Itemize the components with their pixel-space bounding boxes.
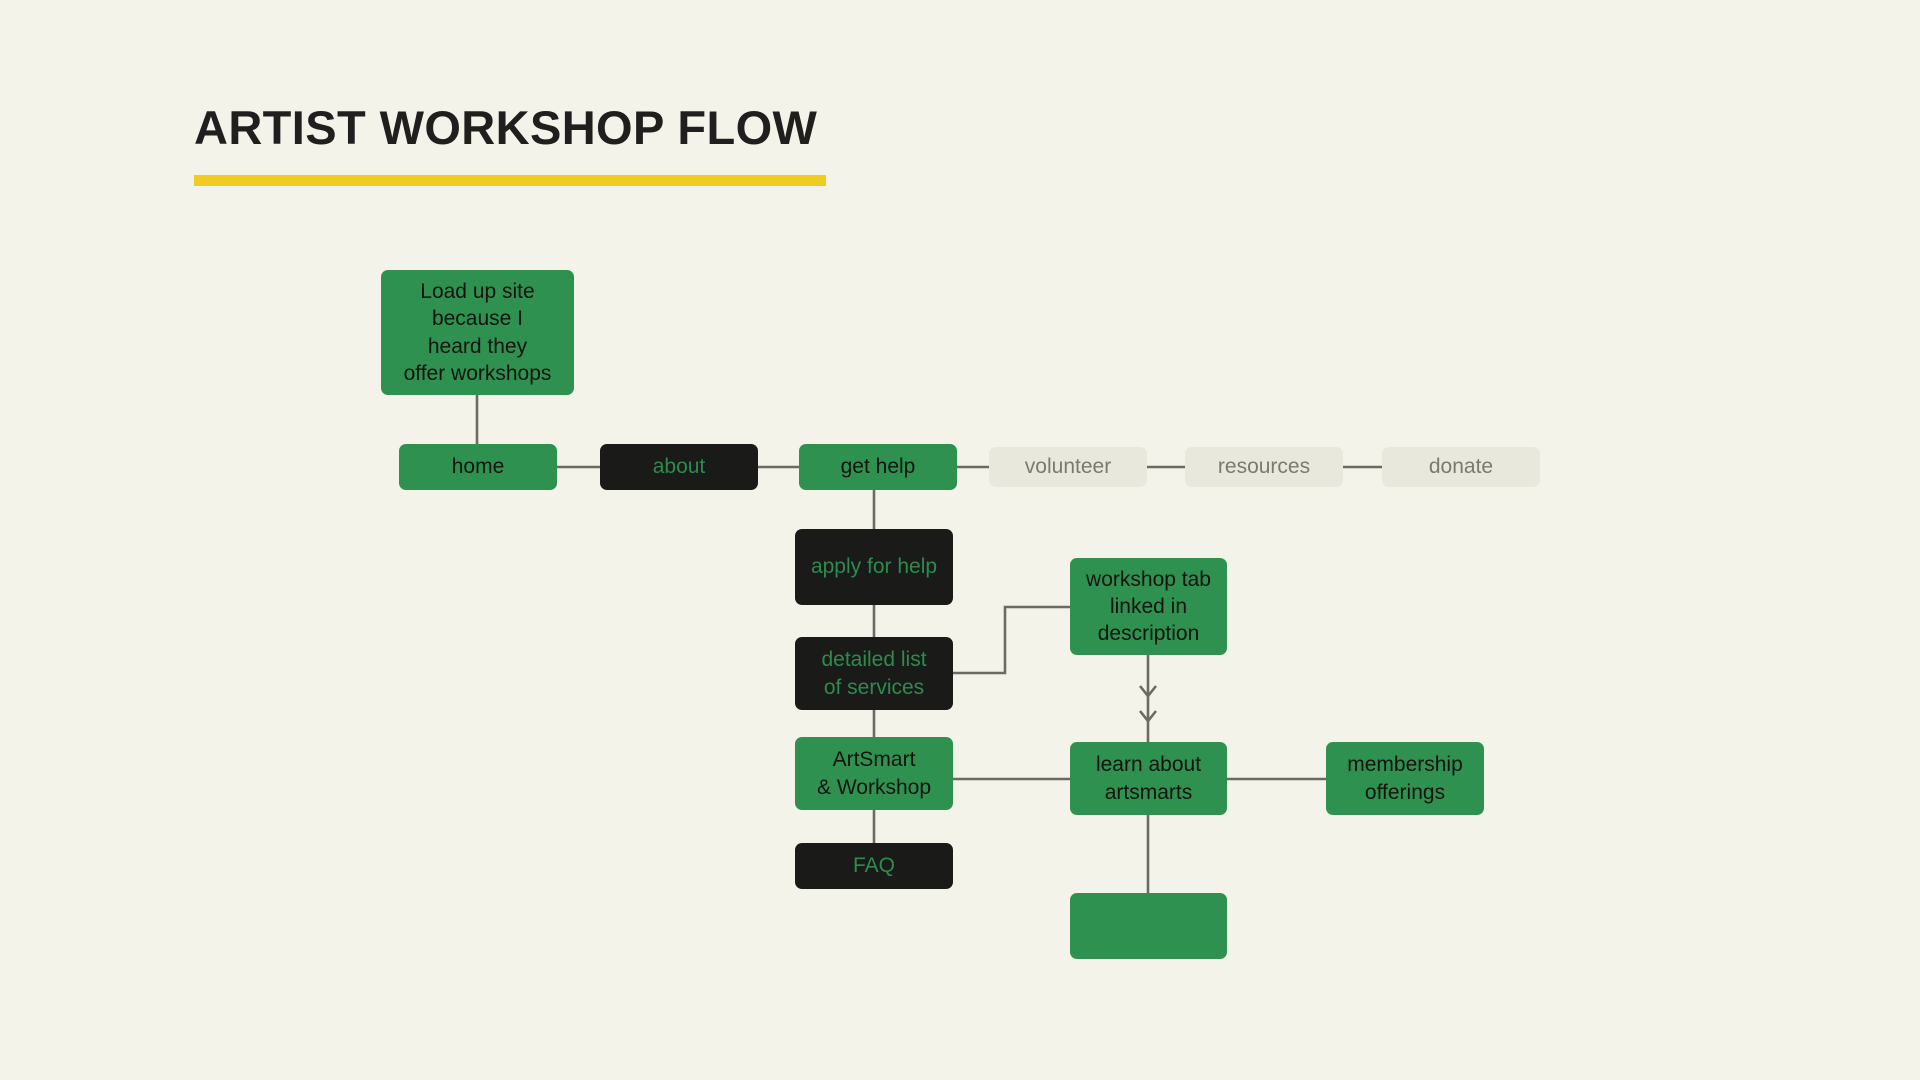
node-volunteer[interactable]: volunteer xyxy=(989,447,1147,487)
node-entry[interactable]: Load up site because I heard they offer … xyxy=(381,270,574,395)
node-home[interactable]: home xyxy=(399,444,557,490)
node-about[interactable]: about xyxy=(600,444,758,490)
chevron-down-icon-2 xyxy=(1138,710,1158,724)
edge-services-workshoptab xyxy=(953,605,1070,675)
node-membership-offerings[interactable]: membership offerings xyxy=(1326,742,1484,815)
title-underline-rule xyxy=(194,175,826,186)
node-resources[interactable]: resources xyxy=(1185,447,1343,487)
chevron-down-icon-1 xyxy=(1138,685,1158,699)
node-apply-for-help[interactable]: apply for help xyxy=(795,529,953,605)
node-workshop-tab[interactable]: workshop tab linked in description xyxy=(1070,558,1227,655)
node-detailed-list-of-services[interactable]: detailed list of services xyxy=(795,637,953,710)
node-untitled[interactable] xyxy=(1070,893,1227,959)
page-header: ARTIST WORKSHOP FLOW xyxy=(194,104,826,186)
node-faq[interactable]: FAQ xyxy=(795,843,953,889)
node-get-help[interactable]: get help xyxy=(799,444,957,490)
node-donate[interactable]: donate xyxy=(1382,447,1540,487)
page-title: ARTIST WORKSHOP FLOW xyxy=(194,101,818,154)
node-artsmart-workshop[interactable]: ArtSmart & Workshop xyxy=(795,737,953,810)
node-learn-about-artsmarts[interactable]: learn about artsmarts xyxy=(1070,742,1227,815)
